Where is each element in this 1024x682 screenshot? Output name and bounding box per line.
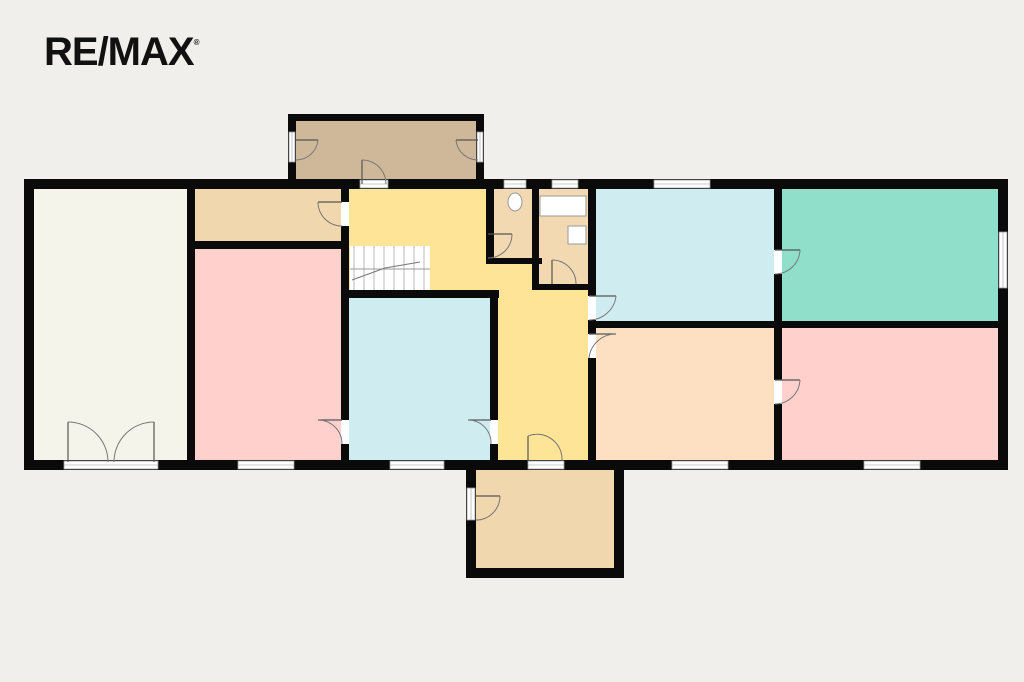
room-balcony: [292, 118, 478, 183]
wall: [532, 187, 539, 287]
wall: [288, 114, 484, 121]
wall: [187, 187, 195, 462]
wall: [588, 187, 596, 470]
wall: [349, 290, 499, 298]
toilet: [507, 192, 523, 212]
stair-arrow: [351, 261, 421, 281]
door-opening: [774, 250, 782, 274]
room-garage: [31, 186, 193, 463]
wall: [466, 568, 624, 578]
staircase: [350, 246, 430, 292]
wall: [774, 187, 782, 470]
door-swing-arc: [774, 379, 801, 405]
room-blue-room-right: [592, 187, 778, 324]
wall: [614, 462, 624, 578]
door-swing-arc: [527, 433, 563, 462]
door-swing-arc: [113, 421, 155, 463]
room-entrance-porch: [472, 462, 620, 572]
door-opening: [774, 380, 782, 404]
wall: [998, 179, 1008, 470]
wall: [532, 284, 592, 290]
door-swing-arc: [361, 159, 387, 185]
door-opening: [341, 202, 349, 226]
wall: [490, 290, 498, 462]
windows-layer: [63, 131, 1008, 521]
room-wc: [490, 187, 536, 263]
door-opening: [490, 420, 498, 444]
doors-layer: [67, 139, 801, 521]
logo-reg-mark: ®: [193, 38, 200, 47]
door-swing-arc: [774, 249, 801, 275]
logo-text: RE/MAX: [44, 30, 195, 74]
door-swing-arc: [467, 419, 492, 445]
room-green-room: [778, 187, 1003, 324]
door-swing-arc: [455, 139, 479, 161]
door-swing-arc: [588, 333, 617, 359]
door-swing-arc: [317, 201, 343, 227]
door-swing-arc: [487, 233, 513, 259]
door-swing-arc: [475, 495, 501, 521]
room-pink-room-right: [778, 324, 1003, 462]
door-opening: [588, 296, 596, 320]
door-swing-arc: [295, 139, 319, 161]
wall: [596, 321, 1000, 328]
wall: [195, 241, 345, 249]
room-storage-top: [192, 187, 346, 246]
door-swing-arc: [317, 419, 343, 445]
wall: [486, 258, 542, 264]
wall: [341, 187, 349, 462]
door-opening: [588, 334, 596, 358]
wall: [24, 460, 1008, 470]
washbasin: [567, 225, 587, 245]
door-opening: [341, 420, 349, 444]
wall: [24, 179, 34, 470]
room-blue-room-center: [346, 294, 496, 462]
door-swing-arc: [588, 295, 617, 321]
room-pink-room-left: [192, 246, 346, 462]
room-peach-room: [592, 324, 778, 462]
door-swing-arc: [551, 259, 577, 285]
door-swing-arc: [67, 421, 109, 463]
wall: [486, 187, 494, 263]
bathtub: [539, 195, 587, 217]
fixtures-layer: [507, 192, 587, 245]
remax-logo: RE/MAX®: [44, 30, 200, 75]
